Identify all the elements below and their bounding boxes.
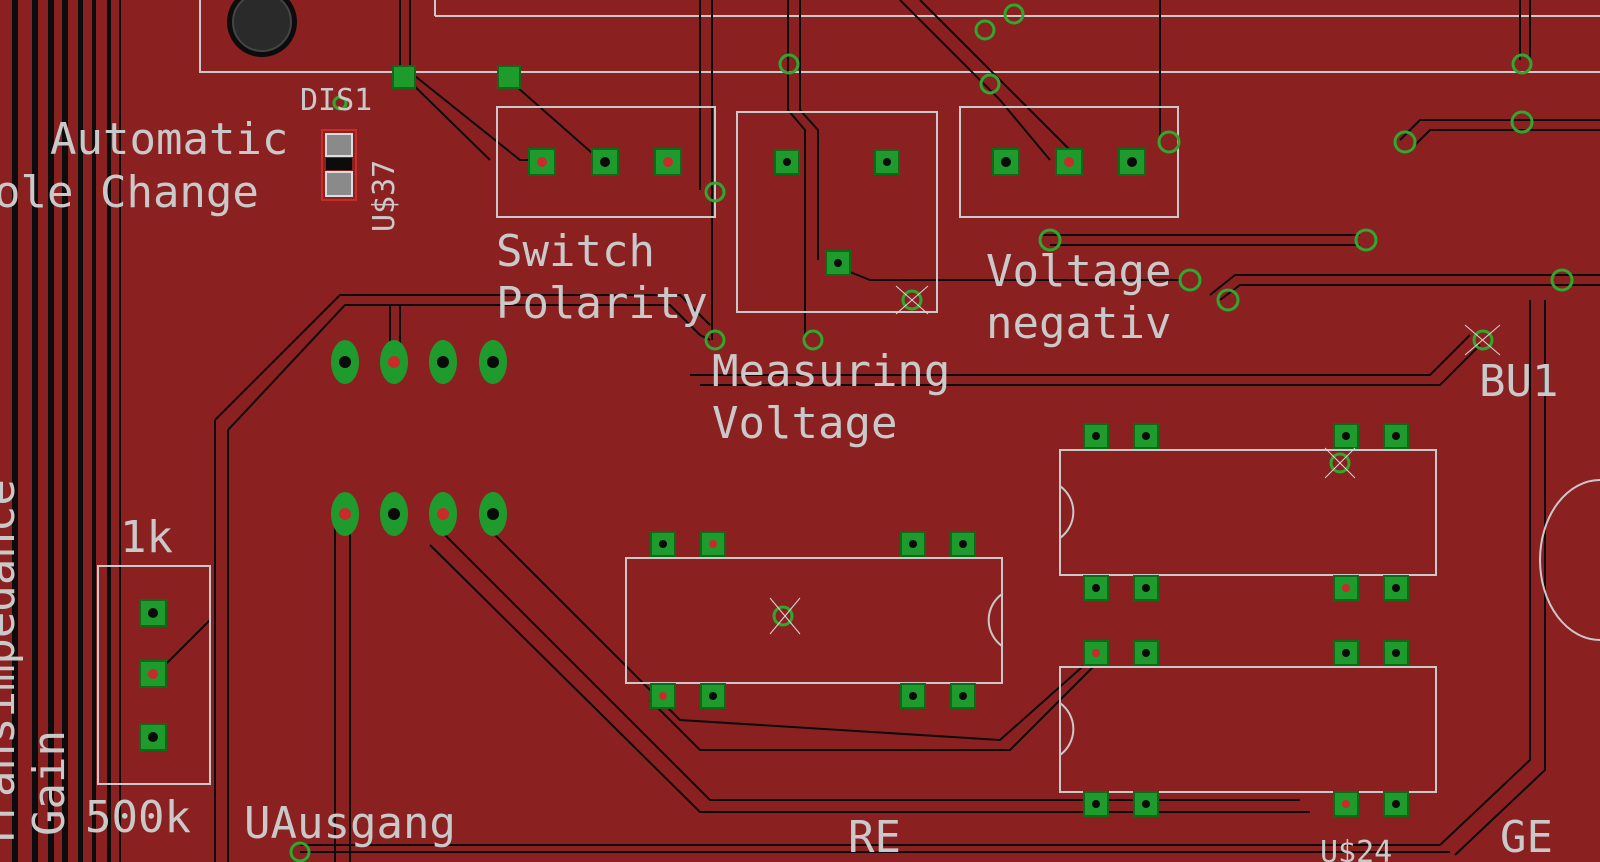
label-voltage-negativ-2: negativ: [986, 298, 1171, 349]
label-polarity: Polarity: [496, 278, 708, 329]
label-measuring: Measuring: [712, 346, 950, 397]
label-voltage: Voltage: [712, 398, 897, 449]
label-1k: 1k: [120, 512, 173, 563]
square-pads[interactable]: [139, 65, 1409, 817]
vias[interactable]: [289, 3, 1574, 862]
label-bu1: BU1: [1479, 356, 1558, 407]
traces: [149, 0, 1600, 862]
label-500k: 500k: [85, 792, 191, 843]
label-automatic: Automatic: [50, 114, 288, 165]
label-uausgang: UAusgang: [244, 798, 456, 849]
label-re: RE: [848, 812, 901, 862]
label-us37: U$37: [367, 160, 402, 232]
label-voltage-negativ-1: Voltage: [986, 246, 1171, 297]
left-bus-traces: [12, 0, 121, 862]
label-pole-change: ole Change: [0, 167, 259, 218]
label-transimpedance: Transimpedance: [0, 479, 25, 850]
top-outlines: [199, 0, 1600, 73]
cross-markers: [769, 285, 1501, 635]
silkscreen-outlines: [97, 106, 1600, 793]
label-us24: U$24: [1320, 835, 1392, 862]
oval-pads[interactable]: [331, 340, 507, 536]
label-dis1: DIS1: [300, 83, 372, 118]
silkscreen-labels: DIS1 U$37 Automatic ole Change Switch Po…: [0, 83, 1558, 862]
label-switch: Switch: [496, 226, 655, 277]
label-gain: Gain: [24, 730, 75, 836]
label-ge: GE: [1500, 812, 1553, 862]
